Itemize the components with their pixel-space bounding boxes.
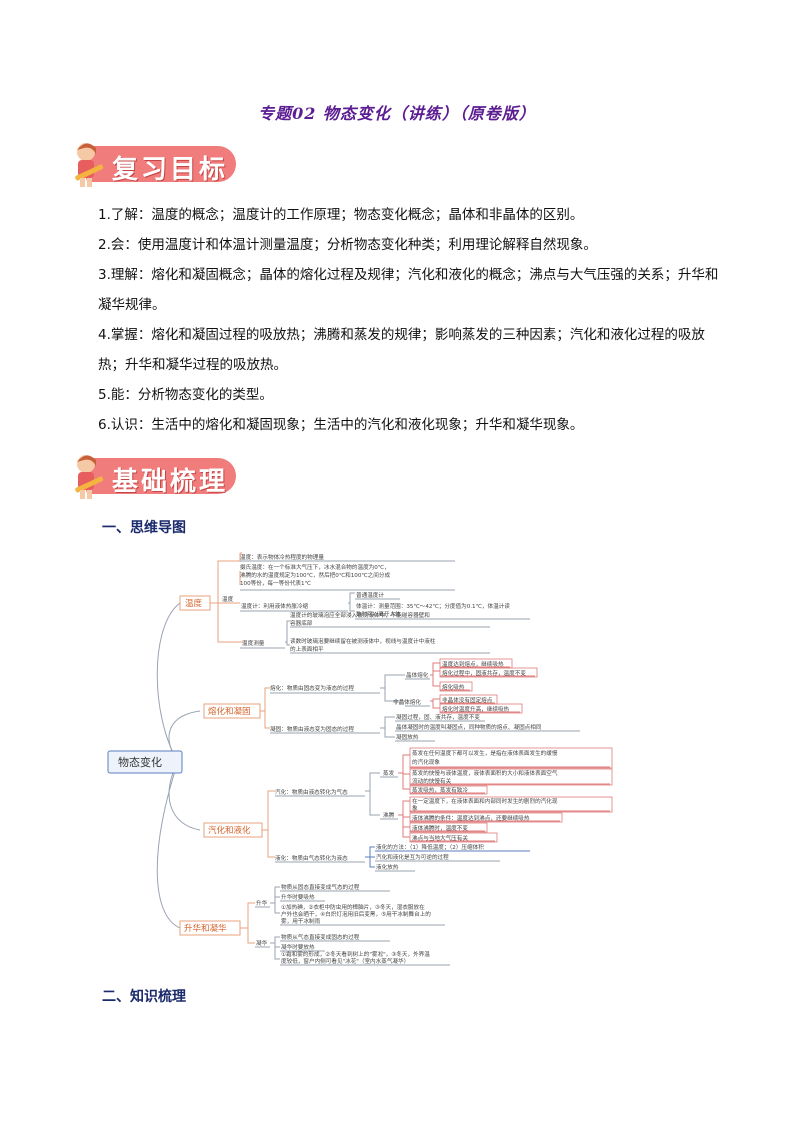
banner-tag: 基础梳理 — [86, 458, 236, 497]
node-label: 汽化和液化是互为可逆的过程 — [376, 853, 449, 861]
node-label: 蒸发吸热，蒸发有致冷 — [412, 786, 468, 794]
section-mind-map-heading: 一、思维导图 — [102, 520, 186, 536]
node-label: 读数时玻璃泡要继续留在被测液体中，视线与温度计中液柱 — [290, 637, 436, 645]
node-label: ①加热碘，②衣柜中防虫用的樟脑片，③冬天，湿衣服放在 — [281, 903, 425, 911]
node-label: ①霜和雾的形成，②冬天看到树上的"雾凇"，③冬天，外界温 — [281, 950, 430, 958]
node-label: 非晶体没有固定熔点 — [442, 696, 493, 704]
branch-temperature: 温度 — [185, 598, 203, 609]
node-label: 温度：表示物体冷热程度的物理量 — [240, 553, 324, 561]
section-knowledge-heading: 二、知识梳理 — [102, 989, 186, 1005]
node-label: 度较低，窗户内侧可看见"冰花"（室内水蒸气凝华） — [281, 957, 409, 965]
node-label: 蒸发在任何温度下都可以发生，是指在液体表面发生的缓慢 — [412, 749, 558, 757]
node-label: 晶体凝固时的温度叫凝固点，同种物质的熔点、凝固点相同 — [396, 723, 542, 731]
node-label: 熔化时温度升高，继续吸热 — [442, 705, 510, 713]
node-label: 温度达到熔点，继续吸热 — [442, 660, 504, 668]
node-label: 液体沸腾的条件：温度达到沸点，还要继续吸热 — [412, 814, 530, 822]
node-label: 温度计：利用液体热胀冷缩 — [241, 602, 309, 610]
node-label: 雾，用干冰制雨 — [281, 917, 321, 925]
node-label: 蒸发的快慢与液体温度，液体表面积的大小和液体表面空气 — [412, 769, 558, 777]
node-label: 汽化：物质由液态转化为气态 — [275, 788, 348, 796]
banner-tag: 复习目标 — [86, 146, 236, 185]
node-label: 体温计：测量范围：35℃～42℃；分度值为0.1℃，体温计读 — [356, 602, 510, 610]
node-label: 凝固：物质由液态变为固态的过程 — [270, 725, 354, 733]
node-label: 液体沸腾时，温度不变 — [412, 824, 468, 832]
mind-map: 物态变化 温度 熔化和凝固 汽化和液化 升华和凝华 温度 温度：表示物体冷热程度… — [107, 552, 613, 966]
node-label: 的上表面相平 — [290, 645, 324, 653]
objective-item: 6.认识：生活中的熔化和凝固现象；生活中的汽化和液化现象；升华和凝华现象。 — [98, 417, 584, 433]
node-label: 温度 — [222, 595, 234, 603]
node-label: 在一定温度下，在液体表面和内部同时发生的剧烈的汽化现 — [412, 797, 558, 805]
node-label: 升华时要吸热 — [281, 893, 315, 901]
mind-map-root: 物态变化 — [118, 755, 162, 769]
node-label: 100等份，每一等份代表1℃ — [240, 579, 311, 587]
objectives-list: 1.了解：温度的概念；温度计的工作原理；物态变化概念；晶体和非晶体的区别。 2.… — [80, 200, 730, 440]
node-label: 晶体熔化 — [406, 671, 429, 679]
branch-melting: 熔化和凝固 — [208, 706, 251, 717]
node-label: 普通温度计 — [356, 591, 384, 599]
node-label: 象 — [412, 804, 418, 812]
girl-with-pencil-icon — [75, 143, 104, 187]
objective-item: 2.会：使用温度计和体温计测量温度；分析物态变化种类；利用理论解释自然现象。 — [98, 237, 597, 253]
node-label: 凝华时要放热 — [281, 943, 315, 951]
banner-label: 复习目标 — [112, 155, 229, 185]
node-label: 液化放热 — [376, 863, 399, 871]
node-label: 凝固放热 — [396, 733, 419, 741]
node-label: 熔化吸热 — [442, 683, 465, 691]
node-label: 液化：物质由气态转化为液态 — [275, 854, 348, 862]
node-label: 熔化：物质由固态变为液态的过程 — [270, 684, 354, 692]
page-title: 专题02 物态变化（讲练）（原卷版） — [258, 104, 536, 123]
node-label: 数时可以离开人体 — [356, 610, 401, 618]
girl-with-pencil-icon — [75, 455, 104, 499]
node-label: 升华 — [256, 899, 268, 907]
node-label: 凝固过程，固、液共存，温度不变 — [396, 713, 480, 721]
node-label: 物质从气态直接变成固态的过程 — [281, 933, 360, 941]
node-label: 液化的方法：（1）降低温度；（2）压缩体积 — [376, 843, 484, 851]
node-label: 沸点与当地大气压有关 — [412, 834, 468, 842]
objective-item: 1.了解：温度的概念；温度计的工作原理；物态变化概念；晶体和非晶体的区别。 — [98, 207, 584, 223]
node-label: 非晶体熔化 — [393, 698, 421, 706]
node-label: 凝华 — [256, 939, 268, 947]
objective-item: 5.能：分析物态变化的类型。 — [98, 387, 273, 403]
node-label: 容器底部 — [290, 619, 313, 627]
node-label: 蒸发 — [383, 769, 395, 777]
node-label: 流动的快慢有关 — [412, 777, 452, 785]
node-label: 温度计的玻璃泡应全部浸入被测液体中，不能碰容器壁和 — [290, 611, 430, 619]
node-label: 熔化过程中，固液共存，温度不变 — [442, 669, 526, 677]
basic-review-banner: 基础梳理 — [72, 452, 252, 500]
node-label: 摄氏温度：在一个标准大气压下，冰水混合物的温度为0℃， — [240, 563, 390, 571]
branch-sublimation: 升华和凝华 — [184, 923, 227, 934]
objective-item: 3.理解：熔化和凝固概念；晶体的熔化过程及规律；汽化和液化的概念；沸点与大气压强… — [98, 267, 719, 313]
node-label: 温度测量 — [242, 639, 265, 647]
node-label: 的汽化现象 — [412, 758, 440, 766]
branch-vaporization: 汽化和液化 — [208, 825, 251, 836]
node-label: 户外也会晒干，④白炽灯泡用旧后变黑，⑤用干冰制舞台上的 — [281, 910, 431, 918]
node-label: 物质从固态直接变成气态的过程 — [281, 883, 360, 891]
review-goals-banner: 复习目标 — [72, 140, 252, 188]
node-label: 沸腾 — [383, 811, 395, 819]
banner-label: 基础梳理 — [112, 467, 229, 497]
objective-item: 4.掌握：熔化和凝固过程的吸放热；沸腾和蒸发的规律；影响蒸发的三种因素；汽化和液… — [98, 327, 705, 373]
node-label: 沸腾的水的温度规定为100℃，然后把0℃和100℃之间分成 — [240, 571, 390, 579]
